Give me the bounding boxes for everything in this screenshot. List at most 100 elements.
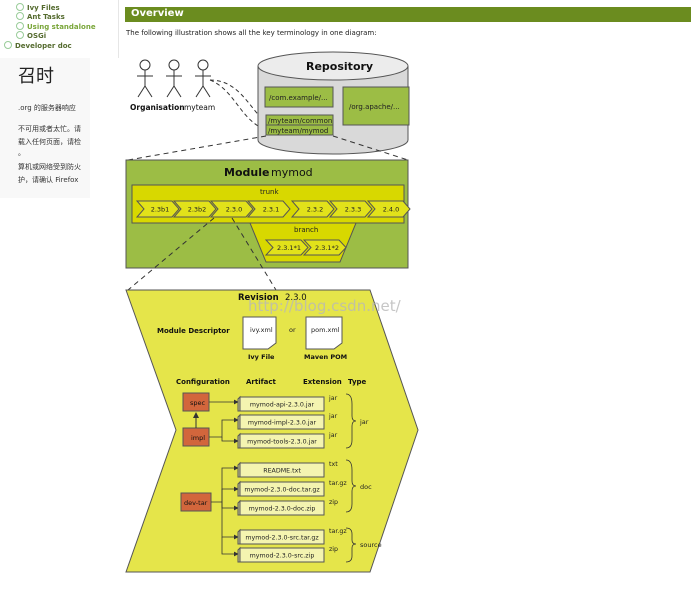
pom-doc-name: pom.xml	[311, 326, 340, 334]
person-icon	[195, 59, 211, 98]
error-line: 不可用或者太忙。请	[18, 125, 81, 133]
version-chevron	[302, 239, 347, 256]
config-label: impl	[191, 434, 205, 442]
version-chevron	[246, 200, 291, 218]
error-line: 护，请确认 Firefox	[18, 176, 79, 184]
nav-item-using-standalone[interactable]: Using standalone	[16, 22, 96, 31]
repository-title: Repository	[306, 60, 373, 73]
version-label: 2.3.1*1	[277, 244, 301, 252]
artifact-item: README.txt txt	[237, 461, 338, 478]
artifact-name: README.txt	[263, 468, 301, 475]
left-nav: Ivy Files Ant Tasks Using standalone OSG…	[0, 0, 119, 58]
artifact-extension: tar.gz	[329, 480, 347, 487]
version-label: 2.3.1*2	[315, 244, 339, 252]
bullet-icon	[16, 12, 24, 20]
repo-path-right: /org.apache/...	[349, 103, 400, 111]
nav-item-osgi[interactable]: OSGi	[16, 31, 46, 40]
version-chevron	[135, 200, 180, 218]
version-label: 2.3b2	[188, 206, 207, 214]
version-label: 2.3.3	[345, 206, 362, 214]
artifact-name: mymod-2.3.0-src.tar.gz	[245, 535, 319, 542]
artifact-list: mymod-api-2.3.0.jarjarmymod-impl-2.3.0.j…	[237, 395, 347, 563]
branch-versions: 2.3.1*1 2.3.1*2	[264, 239, 347, 256]
artifact-extension: jar	[328, 413, 338, 420]
bullet-icon	[16, 22, 24, 30]
artifact-item: mymod-api-2.3.0.jar jar	[237, 395, 338, 412]
type-braces	[345, 393, 357, 563]
error-line: 载入任何页面，请检	[18, 138, 81, 146]
nav-item-ant-tasks[interactable]: Ant Tasks	[16, 12, 65, 21]
nav-item-label: Ant Tasks	[27, 13, 65, 21]
version-chevron	[366, 200, 411, 218]
error-panel	[0, 58, 90, 198]
revision-title: Revision	[238, 293, 279, 303]
header-extension: Extension	[303, 378, 342, 386]
ivy-caption: Ivy File	[248, 353, 275, 361]
bullet-icon	[4, 41, 12, 49]
version-label: 2.3b1	[151, 206, 170, 214]
nav-item-ivy-files[interactable]: Ivy Files	[16, 3, 60, 12]
error-title: 召时	[18, 66, 54, 87]
branch-label: branch	[294, 226, 318, 234]
ivy-doc-name: ivy.xml	[250, 326, 273, 334]
artifact-item: mymod-impl-2.3.0.jar jar	[237, 413, 338, 430]
organisation-label: Organisation	[130, 103, 185, 112]
artifact-name: mymod-2.3.0-doc.tar.gz	[244, 487, 320, 494]
module-name: mymod	[271, 166, 313, 179]
repo-path-mymod: /myteam/mymod	[268, 127, 328, 135]
error-line: 。	[18, 149, 25, 157]
header-type: Type	[348, 378, 367, 386]
nav-section-label: Developer doc	[15, 42, 72, 50]
artifact-item: mymod-2.3.0-src.zip zip	[237, 546, 338, 563]
artifact-extension: jar	[328, 432, 338, 439]
watermark: http://blog.csdn.net/	[248, 297, 402, 315]
nav-item-label: Using standalone	[27, 23, 96, 31]
artifact-name: mymod-tools-2.3.0.jar	[247, 439, 317, 446]
repo-path-common: /myteam/common	[268, 117, 332, 125]
artifact-extension: zip	[329, 499, 338, 506]
overview-intro: The following illustration shows all the…	[126, 29, 377, 37]
nav-item-label: OSGi	[27, 32, 47, 40]
artifact-item: mymod-2.3.0-doc.tar.gz tar.gz	[237, 480, 347, 497]
repo-path-box	[265, 124, 334, 136]
overview-header-bar	[125, 7, 691, 22]
revision-number: 2.3.0	[285, 293, 307, 303]
type-label: source	[360, 541, 382, 549]
config-label: dev-tar	[184, 499, 208, 507]
artifact-name: mymod-2.3.0-src.zip	[250, 553, 315, 560]
overview-heading: Overview	[131, 8, 184, 19]
module-title: Module	[224, 166, 269, 179]
header-configuration: Configuration	[176, 378, 230, 386]
artifact-name: mymod-api-2.3.0.jar	[250, 402, 315, 409]
trunk-label: trunk	[260, 188, 279, 196]
type-label: doc	[360, 483, 372, 491]
myteam-label: myteam	[184, 103, 215, 112]
header-artifact: Artifact	[246, 378, 277, 386]
artifact-extension: jar	[328, 395, 338, 402]
repo-path-box	[342, 86, 410, 126]
nav-section-developer-doc[interactable]: Developer doc	[4, 41, 72, 50]
person-icon	[137, 59, 153, 98]
version-label: 2.4.0	[383, 206, 400, 214]
version-chevron	[172, 200, 217, 218]
error-line: .org 的服务器响应	[18, 104, 76, 112]
bullet-icon	[16, 31, 24, 39]
repo-path-left: /com.example/...	[269, 94, 328, 102]
repo-path-box	[264, 86, 334, 108]
artifact-item: mymod-2.3.0-src.tar.gz tar.gz	[237, 528, 347, 545]
artifact-item: mymod-tools-2.3.0.jar jar	[237, 432, 338, 449]
artifact-extension: txt	[329, 461, 338, 468]
error-line: 算机或网络受到防火	[18, 163, 81, 171]
bullet-icon	[16, 3, 24, 11]
config-label: spec	[190, 399, 206, 407]
artifact-extension: tar.gz	[329, 528, 347, 535]
artifact-name: mymod-impl-2.3.0.jar	[248, 420, 317, 427]
person-icon	[166, 59, 182, 98]
version-chevron	[264, 239, 309, 256]
artifact-name: mymod-2.3.0-doc.zip	[249, 506, 316, 513]
pom-file-icon	[305, 316, 343, 350]
nav-item-label: Ivy Files	[27, 4, 60, 12]
artifact-extension: zip	[329, 546, 338, 553]
